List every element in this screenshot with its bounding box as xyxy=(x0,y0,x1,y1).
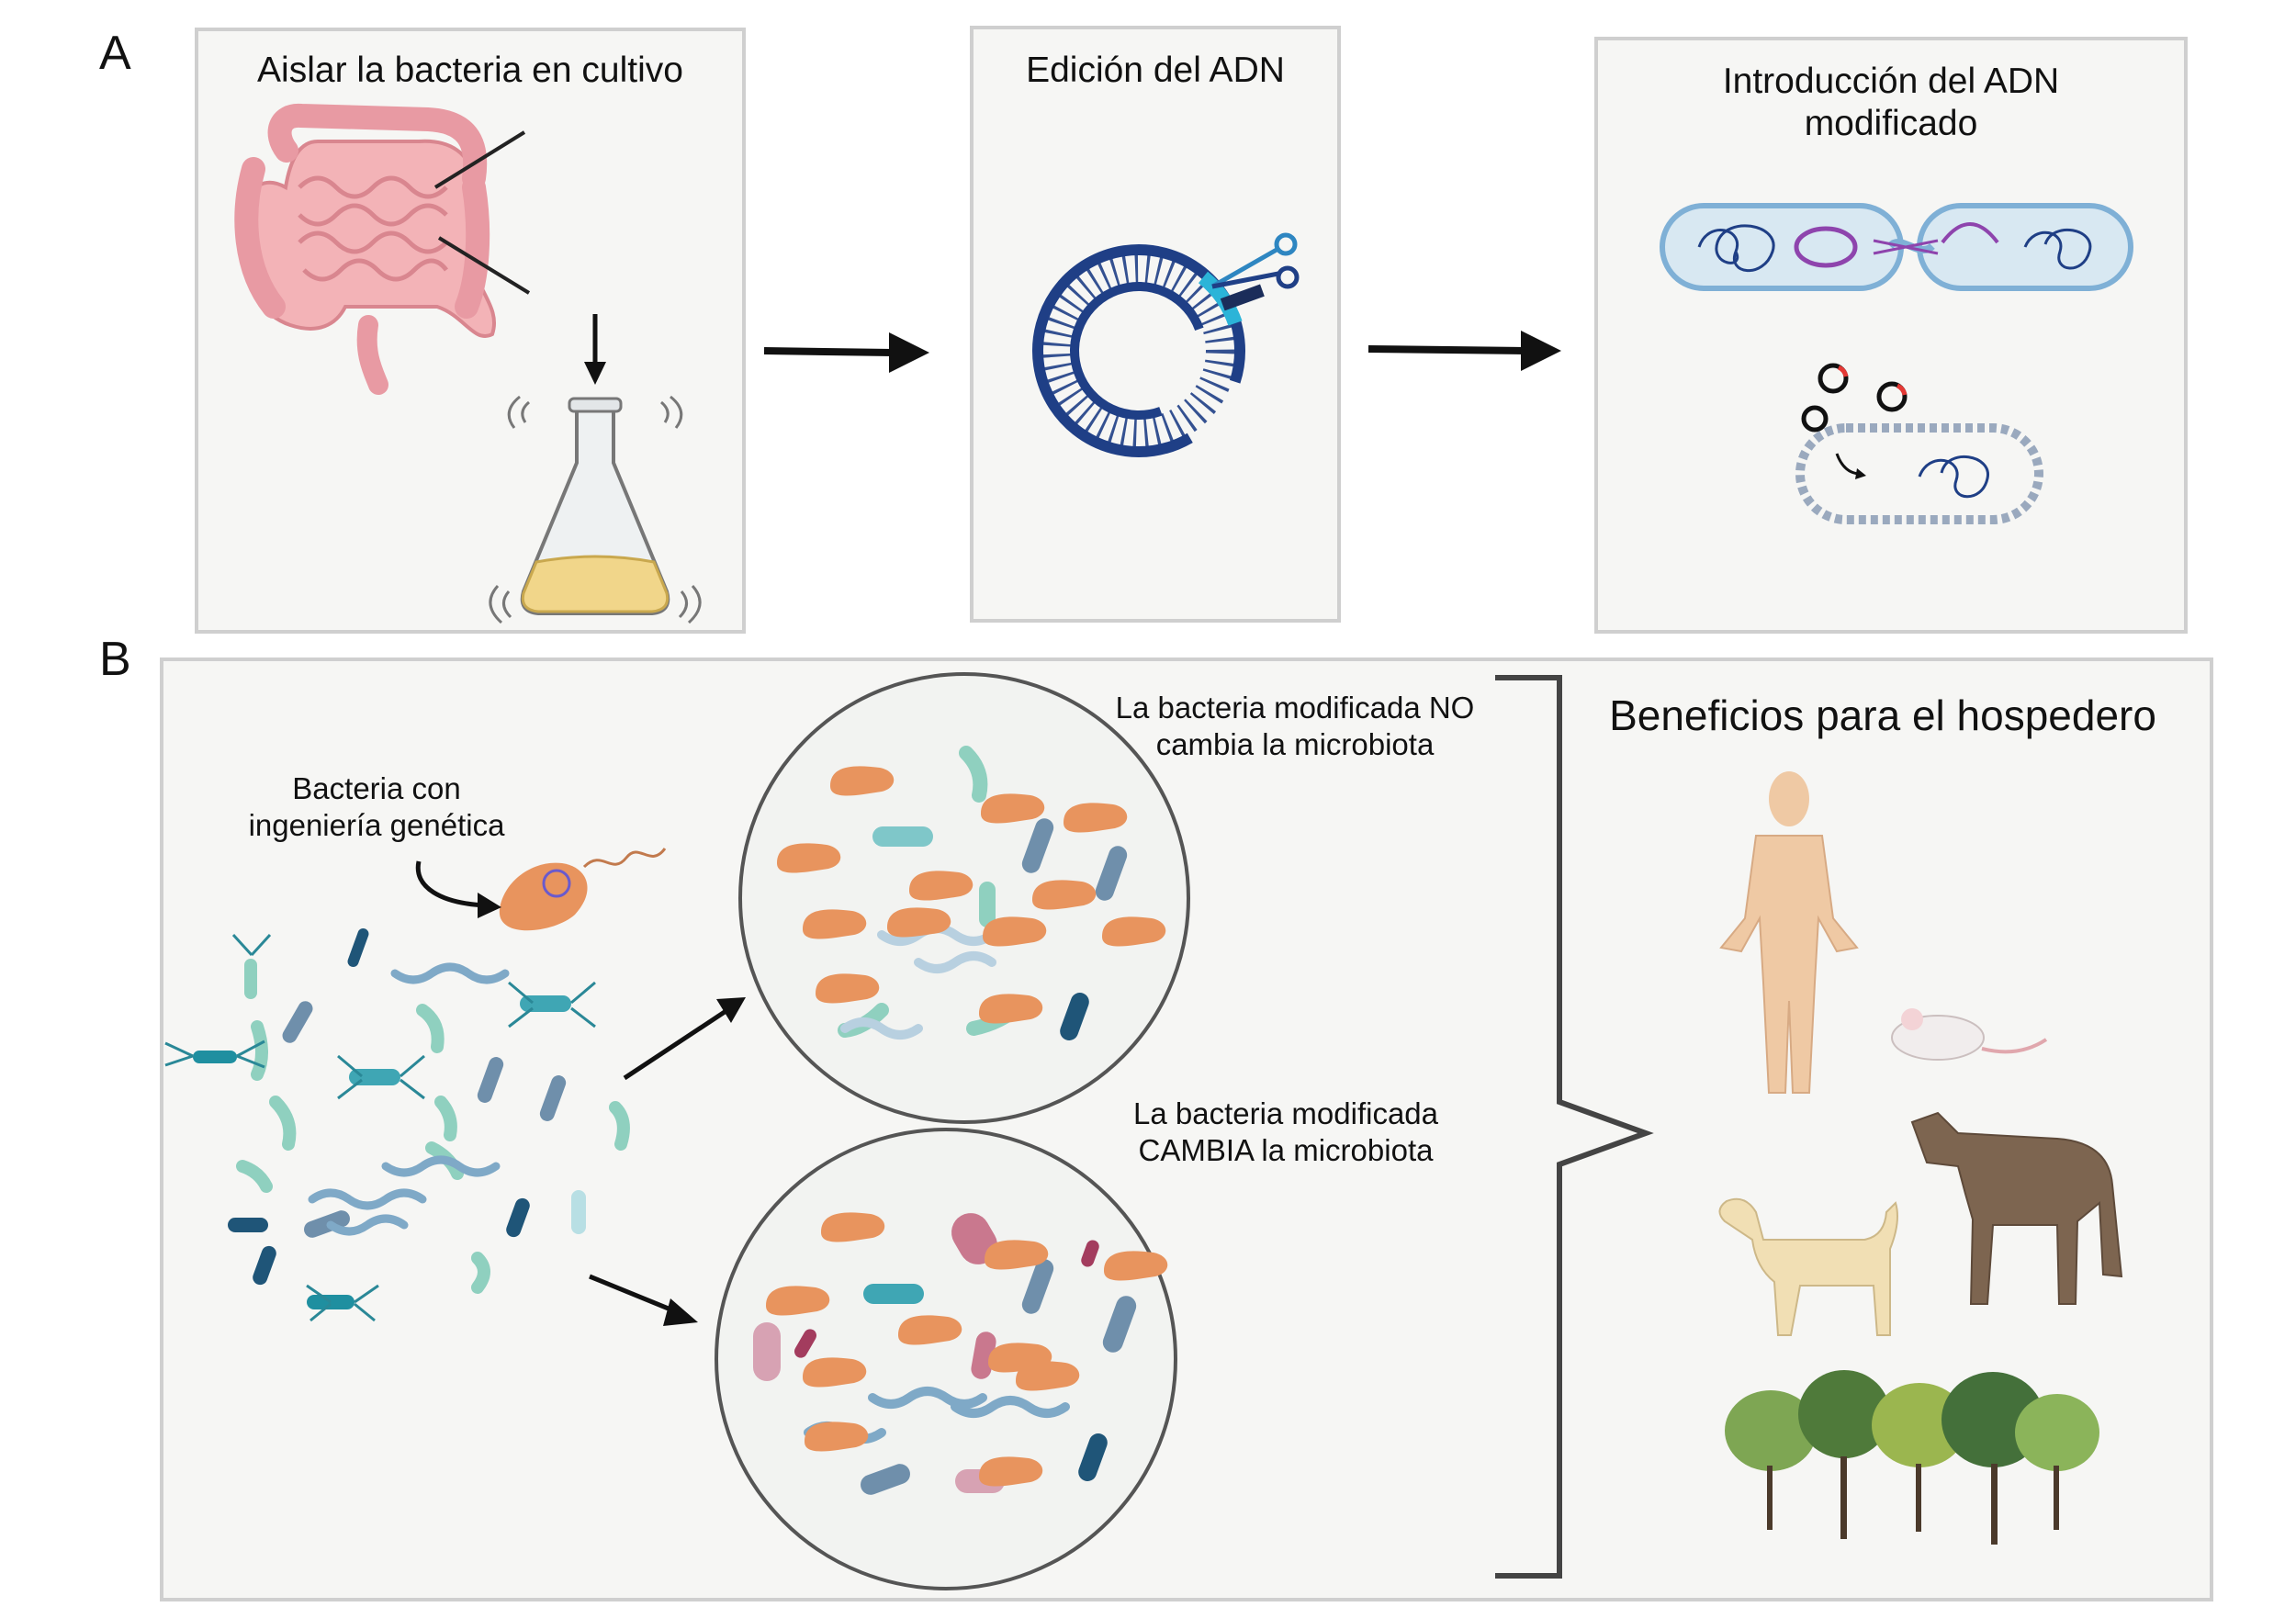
curved-arrow-icon xyxy=(415,860,501,918)
trees-icon xyxy=(1725,1370,2099,1545)
engineered-bacteria-label-line1: Bacteria con xyxy=(292,771,461,805)
microbiota-change-circle xyxy=(715,1128,1177,1590)
step-introduce-title-line2: modificado xyxy=(1804,104,1978,143)
pointer-line xyxy=(437,236,531,295)
mouse-icon xyxy=(1891,1008,2048,1061)
dog-icon xyxy=(1718,1197,1898,1336)
microbiota-community xyxy=(164,927,630,1322)
human-icon xyxy=(1719,771,1859,1094)
bracket xyxy=(1495,675,1654,1579)
recipient-bacterium-icon xyxy=(1795,423,2043,524)
crispr-illustration xyxy=(1032,232,1300,457)
step-edit-title: Edición del ADN xyxy=(1026,51,1285,90)
engineered-bacteria-label-line2: ingeniería genética xyxy=(248,808,505,842)
benefits-title: Beneficios para el hospedero xyxy=(1609,691,2156,739)
conjugating-bacteria-icon xyxy=(1660,203,2133,291)
step-introduce-title-line1: Introducción del ADN xyxy=(1722,62,2060,101)
horse-icon xyxy=(1910,1111,2123,1305)
no-change-label-line2: cambia la microbiota xyxy=(1155,727,1435,761)
panel-b-letter: B xyxy=(99,633,131,686)
scissors-icon xyxy=(1210,232,1300,289)
intestine-flask-illustration xyxy=(234,103,702,624)
change-label-line1: La bacteria modificada xyxy=(1132,1096,1439,1130)
microbiota-no-change-circle xyxy=(738,672,1190,1124)
step-edit-box: Edición del ADN xyxy=(970,26,1341,623)
no-change-label-line1: La bacteria modificada NO xyxy=(1115,691,1475,725)
step-isolate-title: Aislar la bacteria en cultivo xyxy=(257,51,683,90)
arrow-to-change xyxy=(589,1274,698,1326)
arrow-to-no-change xyxy=(623,997,746,1081)
plasmid-icon xyxy=(1801,363,1908,433)
step-introduce-box: Introducción del ADN modificado xyxy=(1594,37,2188,634)
step-isolate-box: Aislar la bacteria en cultivo xyxy=(195,28,746,634)
conjugation-illustration xyxy=(1660,203,2133,524)
intestine-icon xyxy=(234,103,496,395)
culture-flask-icon xyxy=(489,395,702,624)
panel-a-letter: A xyxy=(99,27,131,80)
pointer-line xyxy=(433,130,526,189)
change-label-line2: CAMBIA la microbiota xyxy=(1138,1133,1434,1167)
engineered-bacterium-icon xyxy=(499,848,667,931)
down-arrow-icon xyxy=(584,314,606,385)
